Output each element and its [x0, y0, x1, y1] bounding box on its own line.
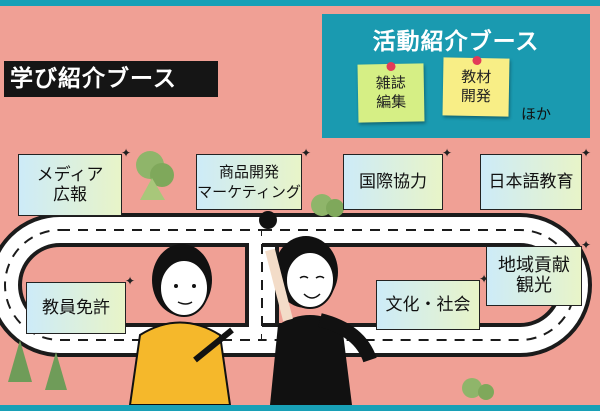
- booth-label: 広報: [53, 185, 87, 205]
- note-line: 教材: [461, 67, 492, 87]
- booth-japanese-edu[interactable]: 日本語教育: [480, 143, 591, 210]
- note-line: 編集: [375, 92, 407, 112]
- booth-product-dev[interactable]: 商品開発マーケティング: [196, 143, 311, 210]
- booth-label: 日本語教育: [488, 172, 574, 192]
- sticky-note-materials: 教材開発: [442, 55, 510, 117]
- booth-media[interactable]: メディア広報: [18, 143, 131, 216]
- etc-label: ほか: [521, 105, 552, 123]
- page-title: 学び紹介ブース: [4, 61, 218, 97]
- booth-label: 教員免許: [42, 298, 110, 318]
- students-illustration: [128, 211, 377, 405]
- booth-label: 商品開発: [218, 163, 279, 181]
- note-line: 雑誌: [375, 73, 406, 93]
- pin-icon: [386, 61, 396, 72]
- top-accent-bar: [0, 0, 600, 6]
- pin-icon: [472, 55, 482, 66]
- panel-title: 活動紹介ブース: [372, 29, 540, 55]
- activity-booth-panel: 活動紹介ブース 雑誌編集 教材開発 ほか: [322, 14, 590, 138]
- booth-label: 文化・社会: [385, 295, 471, 315]
- booth-international[interactable]: 国際協力: [343, 143, 452, 210]
- booth-regional-tourism[interactable]: 地域貢献観光: [486, 235, 591, 306]
- bottom-accent-bar: [0, 405, 600, 411]
- booth-label: マーケティング: [197, 183, 301, 201]
- note-line: 開発: [460, 86, 491, 106]
- booth-teacher-license[interactable]: 教員免許: [26, 271, 135, 334]
- booth-label: 地域貢献: [498, 255, 570, 276]
- booth-label: 観光: [516, 275, 552, 296]
- sticky-note-magazine: 雑誌編集: [357, 61, 425, 123]
- booth-culture-society[interactable]: 文化・社会: [376, 269, 489, 330]
- booth-label: 国際協力: [359, 172, 427, 192]
- booth-label: メディア: [36, 165, 104, 185]
